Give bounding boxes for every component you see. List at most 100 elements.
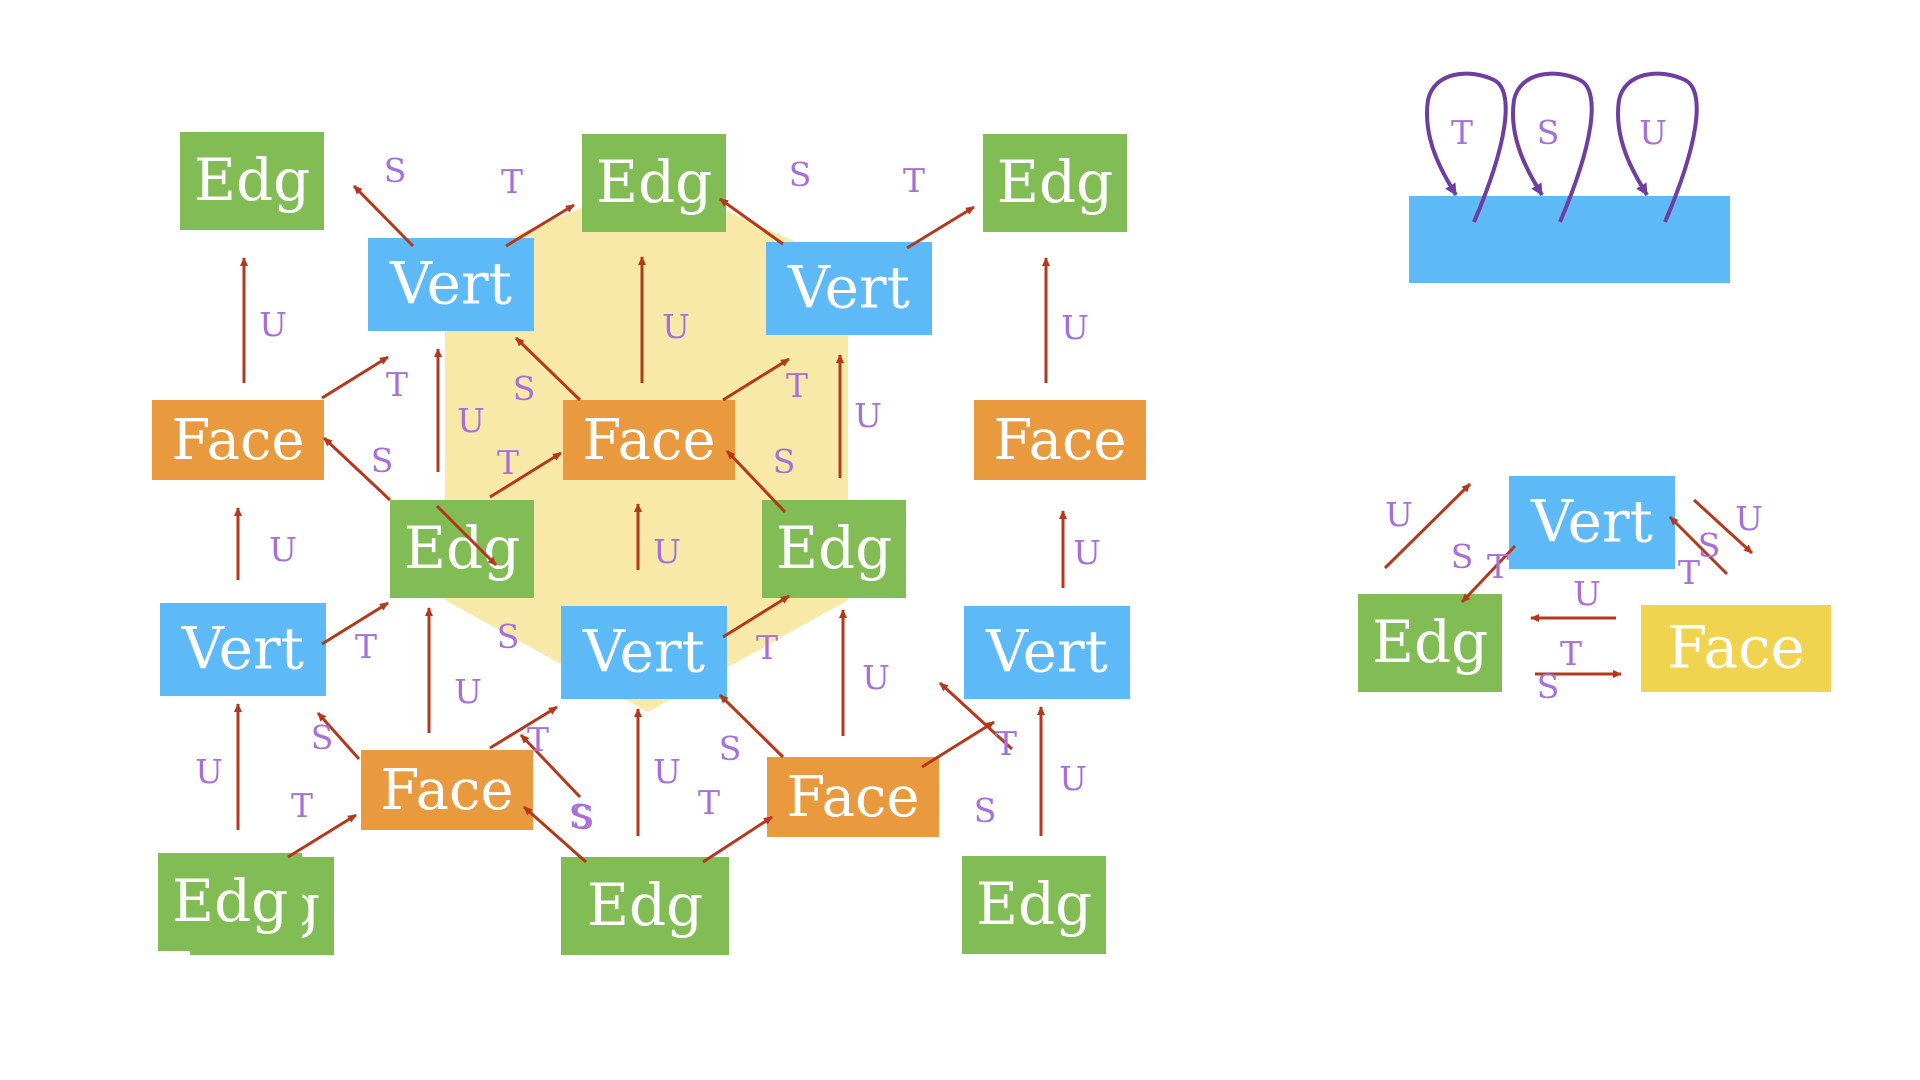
arrow-u-4: U: [240, 257, 287, 383]
legend-arrow-label: U: [1735, 499, 1763, 538]
node-label: Face: [172, 408, 305, 473]
arrow-label: U: [653, 752, 681, 791]
arrow-u-17: U: [195, 703, 242, 830]
arrow-label: T: [786, 366, 808, 405]
legend-arrow-u-6: U: [1530, 574, 1616, 622]
arrow-u-12: U: [634, 503, 681, 571]
legend-arrow-label: U: [1385, 495, 1413, 534]
arrow-t-extra-5: T: [698, 783, 773, 864]
arrow-u-21: U: [425, 607, 482, 733]
arrow-label: U: [457, 401, 485, 440]
arrow-s-0: S: [352, 151, 415, 248]
arrow-label: S: [513, 369, 536, 408]
arrow-u-16: U: [234, 507, 297, 580]
arrow-t-23: T: [489, 705, 558, 759]
node-edg-e3: Edg: [983, 134, 1127, 232]
arrow-u-6: U: [1042, 257, 1089, 383]
arrow-label: T: [903, 161, 925, 200]
arrow-t-14: T: [722, 357, 808, 405]
arrow-s-13: S: [725, 442, 796, 514]
arrow-s-2: S: [719, 155, 811, 246]
legend-node-label: Vert: [1530, 488, 1653, 556]
node-face-f1: Face: [152, 400, 324, 480]
arrow-label: U: [854, 396, 882, 435]
node-label: Face: [381, 758, 514, 823]
node-face-f4: Face: [361, 750, 533, 830]
arrow-label: U: [454, 672, 482, 711]
legend-arrow-s-1: S: [1451, 537, 1517, 604]
legend-arrow-u-3: U: [1692, 498, 1763, 555]
arrow-label: U: [259, 305, 287, 344]
legend-node-vert: Vert: [1509, 476, 1675, 569]
arrow-t-1: T: [501, 162, 575, 248]
loop-t: T: [1425, 71, 1508, 223]
arrow-label: U: [653, 532, 681, 571]
node-edg-e2: Edg: [582, 134, 726, 232]
loop-label: S: [1537, 113, 1560, 152]
node-vert-v1: Vert: [368, 238, 534, 331]
arrow-s-extra-0: S: [938, 681, 1014, 830]
arrow-label: U: [862, 658, 890, 697]
node-label: Edg: [976, 870, 1093, 938]
legend-arrow-s-4: S: [1668, 515, 1729, 576]
legend-arrow-label: S: [1698, 526, 1721, 565]
arrow-label: U: [269, 530, 297, 569]
arrow-label: S: [974, 791, 997, 830]
arrow-label: T: [698, 783, 720, 822]
node-vert-v4: Vert: [561, 606, 727, 699]
node-label: Edg: [587, 871, 704, 939]
arrow-t-26: T: [722, 594, 790, 667]
arrow-t-11: T: [489, 443, 562, 499]
node-vert-v2: Vert: [766, 242, 932, 335]
arrow-label: U: [1073, 533, 1101, 572]
arrow-label: S: [497, 617, 520, 656]
arrow-u-28: U: [1037, 706, 1087, 836]
arrow-label: S: [773, 442, 796, 481]
legend-arrow-t-7: T: [1535, 634, 1622, 678]
legend-arrow-t-5: T: [1678, 553, 1700, 592]
node-label: Edg: [596, 148, 713, 216]
arrow-label: S: [311, 718, 334, 757]
legend-arrow-u-0: U: [1383, 482, 1472, 570]
legend-arrow-label: S: [1451, 537, 1474, 576]
legend-node-edg: Edg: [1358, 594, 1502, 692]
arrow-u-5: U: [638, 256, 690, 383]
legend-arrow-label: T: [1678, 553, 1700, 592]
arrow-s-10: S: [513, 336, 582, 408]
arrow-label: T: [527, 720, 549, 759]
arrow-u-9: U: [434, 348, 485, 472]
arrow-label: S: [371, 441, 394, 480]
node-vert-v3: Vert: [160, 603, 326, 696]
arrow-label: T: [497, 443, 519, 482]
arrow-label: U: [195, 752, 223, 791]
arrow-u-24: U: [634, 708, 681, 836]
node-face-f3: Face: [974, 400, 1146, 480]
arrow-u-18: U: [1059, 510, 1101, 588]
arrow-t-3: T: [903, 161, 975, 250]
legend-arrow-s-8: S: [1537, 667, 1560, 706]
arrow-u-27: U: [839, 609, 890, 736]
arrow-s-8: S: [322, 436, 394, 502]
arrow-label: U: [1061, 308, 1089, 347]
loop-label: U: [1639, 113, 1667, 152]
arrow-label: S: [384, 151, 407, 190]
node-label: Vert: [181, 615, 304, 683]
node-label: Vert: [787, 254, 910, 322]
arrow-t-extra-2: T: [287, 786, 357, 859]
arrow-label: U: [662, 307, 690, 346]
node-label: Vert: [582, 618, 705, 686]
arrow-label: T: [501, 162, 523, 201]
arrow-label: T: [355, 627, 377, 666]
node-label: Face: [787, 765, 920, 830]
node-label: Face: [583, 408, 716, 473]
node-vert-v5: Vert: [964, 606, 1130, 699]
node-label: Vert: [985, 618, 1108, 686]
node-label: Edg: [404, 514, 521, 582]
node-edg-e6: Edg: [158, 853, 302, 951]
arrow-label: T: [995, 724, 1017, 763]
